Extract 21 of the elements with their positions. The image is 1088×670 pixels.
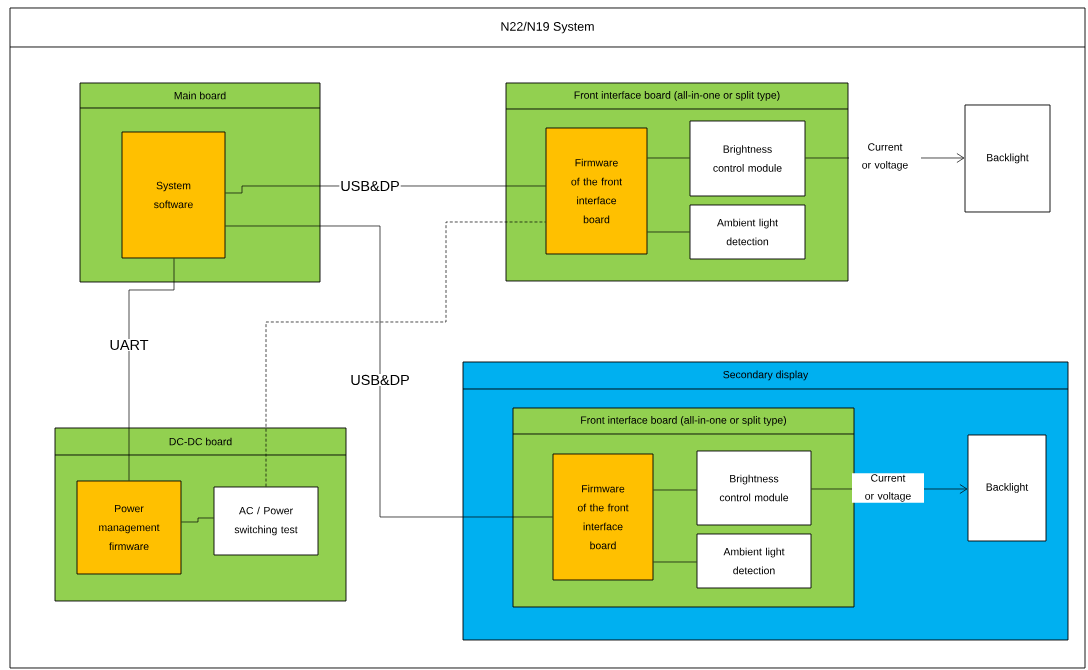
connector [128,258,175,481]
connector [653,561,697,563]
module-box: Brightness control module [696,450,812,526]
connector [647,231,690,233]
module-box: Ambient light detection [689,204,806,260]
firmware-box: Power management firmware [76,480,182,575]
firmware-box: Firmware of the front interface board [552,453,654,581]
edge-label: Current or voltage [852,473,924,503]
module-box: Ambient light detection [696,533,812,589]
backlight-box: Backlight [967,434,1047,542]
module-box: Brightness control module [689,120,806,197]
software-box: System software [121,131,226,259]
test-box: AC / Power switching test [213,486,319,556]
connector [225,225,553,518]
edge-label: Current or voltage [849,142,921,172]
connector [647,157,690,159]
firmware-box: Firmware of the front interface board [545,127,648,255]
connector [181,517,214,523]
connector [265,221,546,487]
connector [653,489,697,491]
backlight-box: Backlight [964,104,1051,213]
